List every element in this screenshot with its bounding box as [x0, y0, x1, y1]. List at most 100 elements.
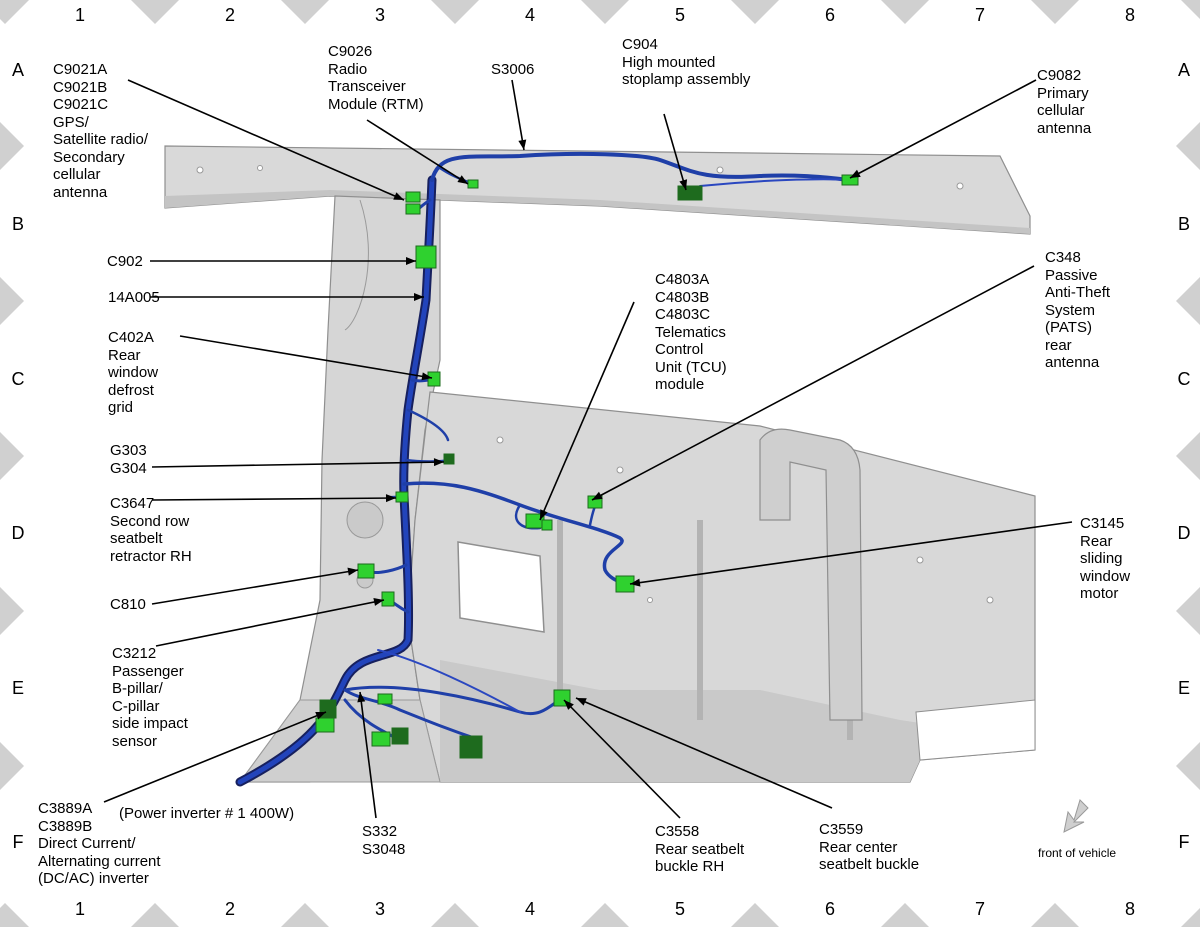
pillar-inner-edge — [344, 199, 369, 331]
border-triangle-top — [281, 0, 329, 24]
label-14a005: 14A005 — [108, 289, 160, 306]
leader-c9026 — [366, 119, 469, 185]
grid-row-d-left: D — [11, 523, 25, 543]
border-triangle-top — [131, 0, 179, 24]
connector-c9026 — [467, 179, 479, 189]
leader-c3647 — [151, 497, 397, 501]
arrow-down-left-icon — [1063, 799, 1089, 833]
border-triangle-left — [0, 742, 24, 790]
border-triangle-bottom — [431, 903, 479, 927]
label-c904: C904 High mounted stoplamp assembly — [622, 36, 751, 88]
label-c3559: C3559 Rear center seatbelt buckle — [819, 821, 920, 873]
grid-row-b-left: B — [11, 214, 24, 234]
arrowhead — [315, 712, 326, 720]
arrowhead — [421, 372, 432, 381]
harness-floor-thin — [377, 649, 521, 713]
leader-s3006 — [511, 79, 525, 151]
grid-col-4-top: 4 — [524, 5, 535, 25]
leader-c904 — [663, 113, 687, 191]
border-triangle-bottom — [131, 903, 179, 927]
border-triangle-top — [731, 0, 779, 24]
grid-col-6-top: 6 — [824, 5, 835, 25]
label-c4803: C4803A C4803B C4803C Telematics Control … — [655, 271, 727, 393]
connector-c3212 — [381, 591, 395, 607]
leader-c402a — [179, 335, 433, 379]
leader-c9082 — [849, 79, 1037, 179]
connector-c810 — [357, 563, 375, 579]
grid-row-f-left: F — [12, 832, 24, 852]
grid-col-3-top: 3 — [374, 5, 385, 25]
harness-trunk-highlight — [237, 177, 435, 785]
label-power-inverter: (Power inverter # 1 400W) — [119, 805, 295, 822]
connector-c9021 — [405, 191, 421, 203]
border-triangle-left — [0, 587, 24, 635]
label-s332: S332 S3048 — [362, 823, 406, 858]
arrowhead — [518, 139, 527, 150]
rear-seat-handle — [759, 428, 863, 721]
border-triangle-right — [1176, 277, 1200, 325]
connector-floor-b — [391, 727, 409, 745]
cab-body-panels — [164, 145, 1036, 783]
border-triangle-bottom — [281, 903, 329, 927]
grid-col-4-bottom: 4 — [524, 899, 535, 919]
border-triangle-left — [0, 122, 24, 170]
arrowhead — [564, 700, 574, 710]
grid-row-e-left: E — [11, 678, 24, 698]
harness-rear-wall-branch — [402, 481, 627, 586]
arrowhead — [357, 692, 366, 703]
rear-wall-lower — [440, 660, 1035, 782]
connector-c904 — [677, 185, 703, 201]
label-front-of-vehicle: front of vehicle — [1038, 846, 1117, 860]
harness-roof-thin — [699, 178, 853, 187]
grid-row-d-right: D — [1177, 523, 1191, 543]
border-triangle-right — [1176, 432, 1200, 480]
leader-c810 — [151, 569, 359, 605]
arrowhead — [393, 192, 404, 200]
arrowhead — [406, 257, 416, 265]
label-c3558: C3558 Rear seatbelt buckle RH — [655, 823, 745, 875]
border-triangle-right — [1176, 742, 1200, 790]
label-g303: G303 G304 — [110, 442, 147, 477]
border-triangle-bottom — [1181, 908, 1200, 927]
border-triangle-right — [1176, 587, 1200, 635]
label-c348: C348 Passive Anti-Theft System (PATS) re… — [1045, 249, 1111, 371]
connector-floor-a — [371, 731, 391, 747]
label-c9082: C9082 Primary cellular antenna — [1037, 67, 1092, 137]
arrowhead — [373, 598, 384, 606]
grid-row-e-right: E — [1177, 678, 1190, 698]
arrowhead — [385, 494, 396, 503]
grid-col-8-bottom: 8 — [1124, 899, 1135, 919]
border-triangle-top — [0, 0, 29, 24]
leader-c3145 — [629, 521, 1073, 585]
leader-c3212 — [155, 599, 385, 647]
label-s3006: S3006 — [491, 61, 535, 78]
connector-g303 — [443, 453, 455, 465]
grid-row-f-right: F — [1178, 832, 1190, 852]
grid-col-6-bottom: 6 — [824, 899, 835, 919]
rear-window-opening — [915, 699, 1036, 761]
grid-col-3-bottom: 3 — [374, 899, 385, 919]
connector-c9082 — [841, 174, 859, 186]
leader-c9021 — [127, 79, 405, 201]
arrowhead — [850, 169, 861, 178]
connector-c3647 — [395, 491, 409, 503]
label-c402a: C402A Rear window defrost grid — [108, 329, 159, 416]
border-triangle-bottom — [581, 903, 629, 927]
border-triangle-bottom — [1031, 903, 1079, 927]
border-triangle-left — [0, 277, 24, 325]
grid-col-7-bottom: 7 — [974, 899, 985, 919]
label-c3145: C3145 Rear sliding window motor — [1080, 515, 1131, 602]
label-c9021: C9021A C9021B C9021C GPS/ Satellite radi… — [53, 61, 149, 201]
arrowhead — [414, 293, 424, 301]
harness-roof-branch — [430, 151, 852, 182]
roof-header-inner — [165, 190, 1030, 234]
border-triangle-right — [1176, 122, 1200, 170]
grid-col-2-top: 2 — [224, 5, 235, 25]
grid-col-8-top: 8 — [1124, 5, 1135, 25]
leader-c4803 — [539, 301, 635, 521]
arrowhead — [457, 175, 468, 184]
border-triangle-bottom — [731, 903, 779, 927]
callout-leaders — [103, 79, 1073, 819]
grid-row-a-left: A — [11, 60, 24, 80]
